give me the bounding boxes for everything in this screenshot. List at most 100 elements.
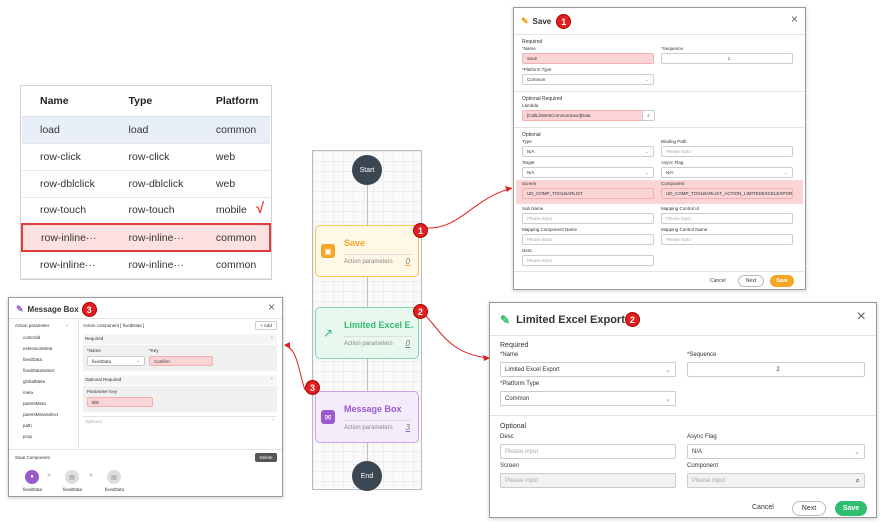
target-select[interactable]: N/A⌄ (522, 167, 654, 178)
cell-platform: common (197, 251, 270, 279)
dialog-title: Limited Excel Export (516, 313, 625, 326)
list-item[interactable]: globalMeta (23, 379, 46, 384)
column-header-name[interactable]: Name (22, 86, 111, 117)
platform-select[interactable]: Common⌄ (500, 391, 676, 406)
table-row[interactable]: row-click row-click web (22, 143, 270, 171)
flow-end-node[interactable]: End (352, 461, 382, 491)
required-label: Required (85, 336, 104, 341)
optional-required-bar[interactable]: Optional Required ⌄ (83, 375, 277, 385)
name-input[interactable]: Save (522, 53, 654, 64)
column-header-platform[interactable]: Platform (197, 86, 270, 117)
flow-node-message-box[interactable]: ✉ Message Box Action parameters 3 (315, 391, 419, 443)
type-select[interactable]: N/A⌄ (522, 146, 654, 157)
cancel-button[interactable]: Cancel (710, 278, 726, 284)
node-param-count[interactable]: 3 (405, 423, 410, 432)
chevron-down-icon: ⌄ (269, 334, 274, 340)
mapping-component-name-label: Mapping Component Name (522, 227, 578, 232)
sequence-label: *Sequence (687, 352, 717, 358)
table-row-highlighted[interactable]: row-inline··· row-inline··· common (21, 223, 272, 252)
screen-input[interactable]: UD_COMP_TOOLBARLIST (522, 188, 654, 199)
start-label: Start (359, 166, 375, 174)
node-param-count[interactable]: 0 (405, 257, 410, 266)
list-item[interactable]: path (23, 423, 32, 428)
platform-select[interactable]: Common⌄ (522, 74, 654, 85)
badge-3: 3 (81, 302, 97, 317)
list-item[interactable]: parentMeta (23, 401, 46, 406)
close-icon[interactable]: × (790, 12, 798, 26)
cell-name: row-inline··· (21, 223, 111, 252)
screen-label: Screen (500, 463, 520, 469)
list-item[interactable]: parentMetaSelect (23, 412, 59, 417)
table-row[interactable]: load load common (22, 116, 270, 144)
next-button[interactable]: Next (792, 501, 826, 516)
flow-canvas[interactable]: Start ▣ Save Action parameters 0 ↗ Limit… (312, 150, 422, 491)
sequence-stepper[interactable]: 2 (687, 362, 865, 377)
chevron-down-icon[interactable]: ⌄ (65, 322, 70, 328)
lambda-input[interactable]: [CallLibWebCommonSave]Data (522, 110, 654, 121)
message-box-dialog: ✎ Message Box 3 × Action parameter ⌄ con… (8, 297, 283, 497)
sequence-stepper[interactable]: 1 (661, 53, 793, 64)
cell-type: row-dblclick (110, 170, 198, 198)
desc-input[interactable]: Please input (522, 255, 654, 266)
section-required: Required (522, 39, 543, 45)
screen-input[interactable]: Please input (500, 473, 676, 488)
event-table: Name Type Platform load load common row-… (20, 85, 272, 280)
platform-label: *Platform Type (500, 381, 540, 387)
list-item[interactable]: extensionMeta (23, 346, 53, 351)
required-bar[interactable]: Required ⌄ (83, 334, 277, 344)
column-header-type[interactable]: Type (110, 86, 198, 117)
cell-type: load (110, 116, 198, 144)
desc-input[interactable]: Please input (500, 444, 676, 459)
cell-type: row-click (110, 143, 198, 171)
component-placeholder: Please input (692, 477, 726, 484)
flow-connector (367, 277, 368, 307)
component-input[interactable]: UD_COMP_TOOLBARLIST_ACTION_LIMITEDEXCELE… (661, 188, 793, 199)
subname-input[interactable]: Please input (522, 213, 654, 224)
mapping-control-id-input[interactable]: Please input (661, 213, 793, 224)
parameter-key-input[interactable]: title (87, 397, 153, 407)
list-item[interactable]: controlId (23, 335, 41, 340)
delete-button[interactable]: Delete (255, 453, 277, 462)
list-item[interactable]: fixedData (23, 357, 43, 362)
component-chip-icon[interactable]: ● (25, 470, 39, 484)
add-button[interactable]: + Add (255, 321, 277, 330)
async-select[interactable]: N/A⌄ (687, 444, 865, 459)
name-input[interactable]: Limited Excel Export⌄ (500, 362, 676, 377)
search-icon[interactable]: ⌕ (642, 110, 655, 121)
close-icon[interactable]: × (856, 308, 866, 325)
list-item[interactable]: fixedDataSelect (23, 368, 55, 373)
flow-node-save[interactable]: ▣ Save Action parameters 0 (315, 225, 419, 277)
dialog-header: ✎ Save 1 (521, 14, 572, 29)
search-icon[interactable]: ⌕ (855, 475, 860, 485)
parameter-list: Action parameter ⌄ controlId extensionMe… (9, 318, 79, 448)
name-select[interactable]: fixedData⌄ (87, 356, 145, 366)
save-button[interactable]: Save (835, 501, 867, 516)
type-label: Type (522, 139, 532, 144)
flow-start-node[interactable]: Start (352, 155, 382, 185)
mapping-component-name-input[interactable]: Please input (522, 234, 654, 245)
binding-input[interactable]: Please input (661, 146, 793, 157)
list-item[interactable]: meta (23, 390, 34, 395)
close-icon[interactable]: × (267, 300, 275, 314)
section-optional: Optional (522, 132, 541, 138)
async-select[interactable]: N/A⌄ (661, 167, 793, 178)
cancel-button[interactable]: Cancel (752, 504, 774, 511)
next-button[interactable]: Next (738, 275, 764, 287)
component-chip-icon[interactable]: ▤ (107, 470, 121, 484)
table-row[interactable]: row-dblclick row-dblclick web (22, 170, 270, 198)
save-button[interactable]: Save (770, 275, 794, 287)
table-row[interactable]: row-inline··· row-inline··· common (22, 251, 270, 279)
node-param-label: Action parameters (344, 341, 393, 347)
component-label: Component (661, 181, 685, 186)
node-param-label: Action parameters (344, 425, 393, 431)
badge-1: 1 (413, 223, 428, 238)
flow-node-excel-export[interactable]: ↗ Limited Excel E... Action parameters 0 (315, 307, 419, 359)
mapping-control-name-input[interactable]: Please input (661, 234, 793, 245)
list-item[interactable]: prop (23, 434, 33, 439)
node-param-count[interactable]: 0 (405, 339, 410, 348)
optional-bar[interactable]: Optional › (83, 416, 277, 426)
component-chip-icon[interactable]: ▤ (65, 470, 79, 484)
key-input[interactable]: Confirm (149, 356, 213, 366)
component-header: Action component [ fixedData ] (83, 323, 145, 328)
component-input[interactable]: Please input ⌕ (687, 473, 865, 488)
